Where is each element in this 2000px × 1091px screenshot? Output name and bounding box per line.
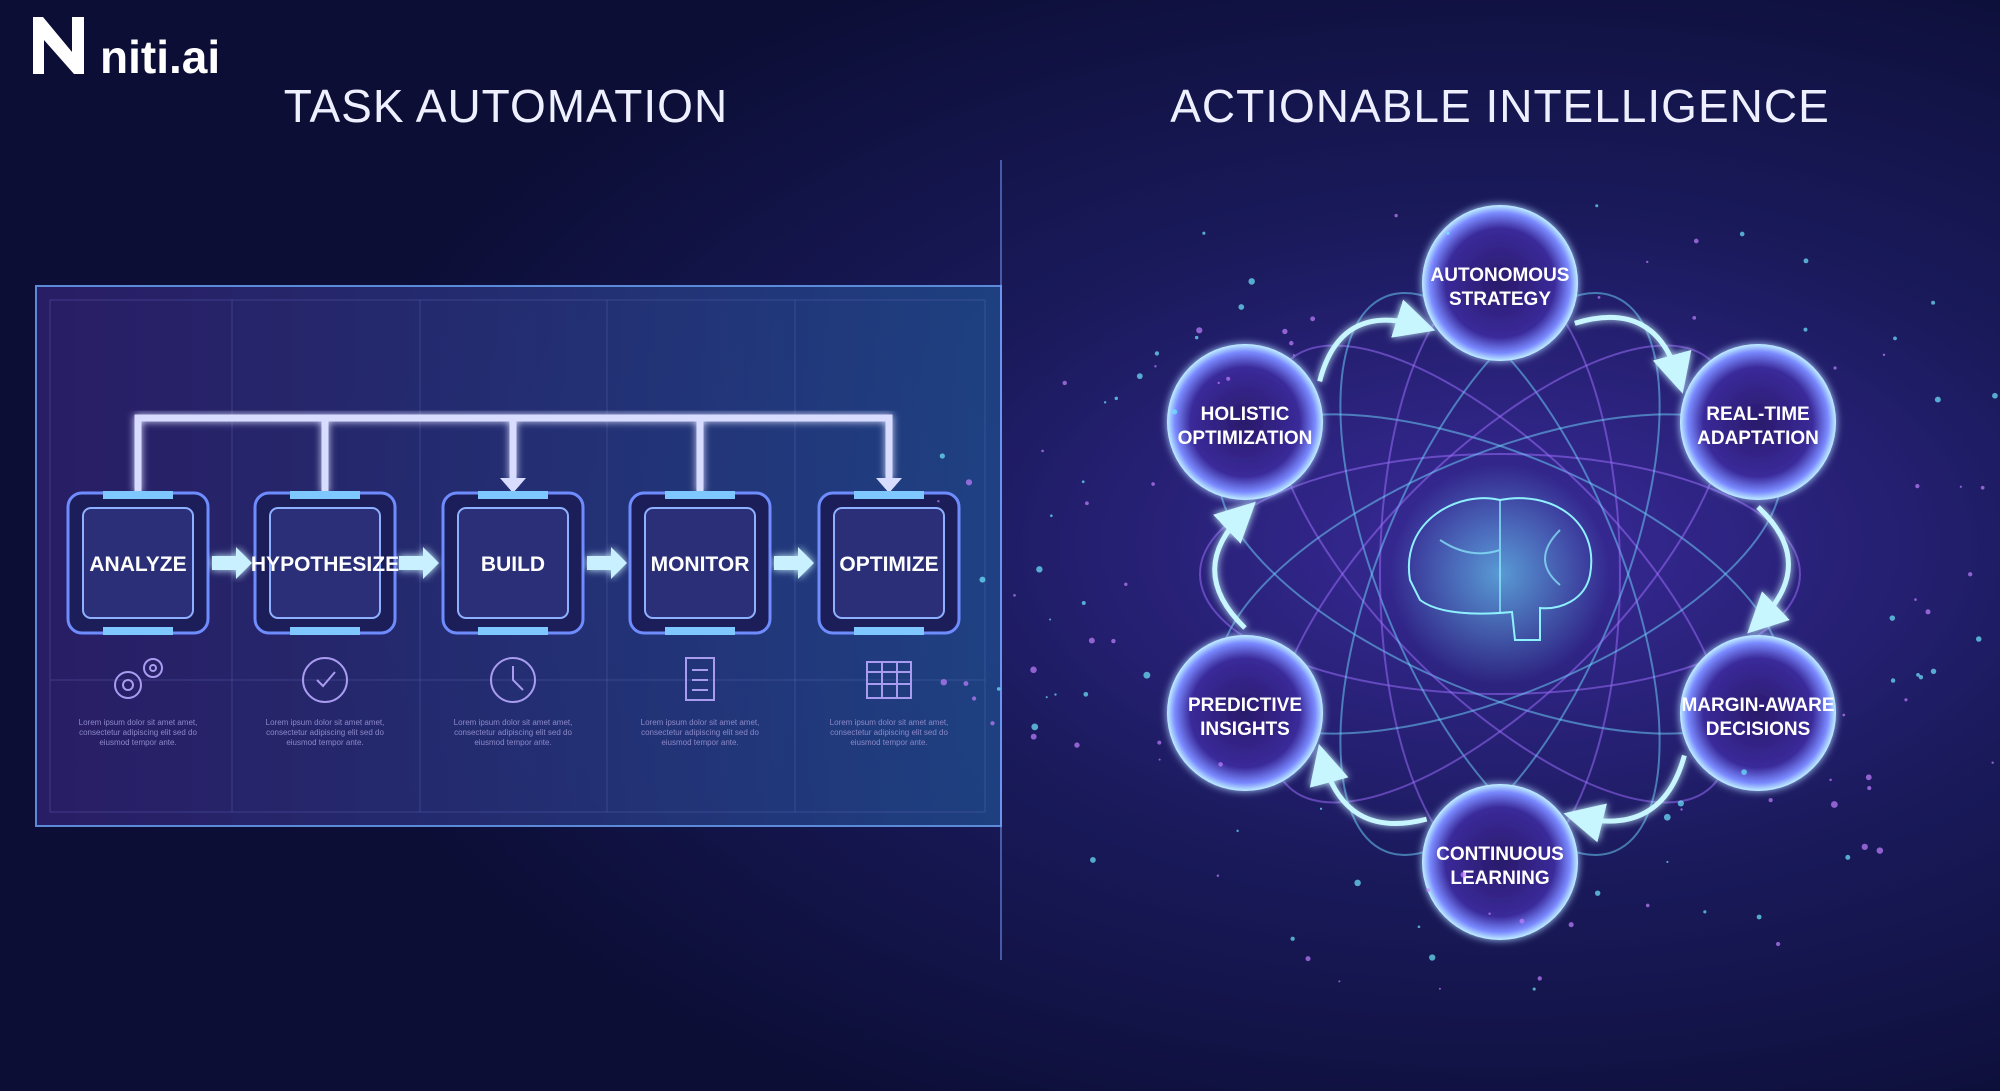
brain-icon — [1407, 497, 1593, 641]
node-label: MARGIN-AWARE — [1681, 695, 1834, 716]
actionable-intelligence-title: ACTIONABLE INTELLIGENCE — [1170, 80, 1830, 132]
step-caption: eiusmod tempor ante. — [474, 738, 551, 747]
node-label: INSIGHTS — [1200, 719, 1290, 740]
step-label: BUILD — [481, 553, 545, 576]
cycle-arrow — [1574, 314, 1692, 394]
node-label: STRATEGY — [1449, 289, 1551, 310]
node-orb — [1422, 205, 1578, 361]
step-box-bottom-tab — [290, 627, 360, 635]
step-caption: Lorem ipsum dolor sit amet amet, — [641, 718, 760, 727]
node-label: DECISIONS — [1706, 719, 1811, 740]
gears-icon — [114, 658, 163, 699]
cycle-arrows — [1212, 299, 1791, 843]
step-box-bottom-tab — [854, 627, 924, 635]
node-holistic-optimization: HOLISTIC OPTIMIZATION — [1167, 344, 1323, 500]
cycle-arrow — [1747, 505, 1791, 634]
node-label: REAL-TIME — [1706, 404, 1809, 425]
right-arrow-icon — [212, 547, 252, 579]
cycle-arrow — [1317, 299, 1436, 382]
step-box-bottom-tab — [665, 627, 735, 635]
step-box-bottom-tab — [478, 627, 548, 635]
step-box-bottom-tab — [103, 627, 173, 635]
particles — [937, 204, 1998, 991]
document-icon — [685, 657, 715, 701]
step-optimize: OPTIMIZE Lorem ipsum dolor sit amet amet,… — [817, 491, 961, 747]
step-label: HYPOTHESIZE — [251, 553, 399, 576]
node-margin-aware-decisions: MARGIN-AWARE DECISIONS — [1680, 635, 1836, 791]
step-box-inner — [82, 507, 194, 619]
cycle-arrow — [1309, 743, 1428, 826]
node-continuous-learning: CONTINUOUS LEARNING — [1422, 784, 1578, 940]
cycle-arrow — [1563, 754, 1687, 843]
step-caption: eiusmod tempor ante. — [661, 738, 738, 747]
step-caption: eiusmod tempor ante. — [99, 738, 176, 747]
node-label: AUTONOMOUS — [1431, 265, 1570, 286]
step-box-inner — [269, 507, 381, 619]
node-label: ADAPTATION — [1697, 428, 1819, 449]
step-box-inner — [644, 507, 756, 619]
node-orb — [1422, 784, 1578, 940]
task-automation-title: TASK AUTOMATION — [284, 80, 728, 132]
node-label: LEARNING — [1450, 868, 1549, 889]
cycle-arrow — [1212, 501, 1256, 630]
step-analyze: ANALYZE Lorem ipsum dolor sit amet amet,c… — [66, 491, 252, 747]
step-caption: Lorem ipsum dolor sit amet amet, — [830, 718, 949, 727]
step-caption: Lorem ipsum dolor sit amet amet, — [454, 718, 573, 727]
step-build: BUILD Lorem ipsum dolor sit amet amet,con… — [441, 491, 627, 747]
logo-text: niti.ai — [100, 31, 220, 83]
table-icon — [866, 661, 912, 699]
node-label: HOLISTIC — [1201, 404, 1290, 425]
node-orb — [1680, 344, 1836, 500]
step-label: OPTIMIZE — [839, 553, 938, 576]
step-label: MONITOR — [651, 553, 750, 576]
step-label: ANALYZE — [89, 553, 186, 576]
step-caption: consectetur adipiscing elit sed do — [830, 728, 948, 737]
node-real-time-adaptation: REAL-TIME ADAPTATION — [1680, 344, 1836, 500]
step-box-top-tab — [665, 491, 735, 499]
right-arrow-icon — [587, 547, 627, 579]
step-box-top-tab — [854, 491, 924, 499]
step-caption: consectetur adipiscing elit sed do — [79, 728, 197, 737]
step-box-top-tab — [290, 491, 360, 499]
step-caption: Lorem ipsum dolor sit amet amet, — [266, 718, 385, 727]
logo-mark-icon — [33, 17, 84, 74]
node-label: OPTIMIZATION — [1178, 428, 1313, 449]
step-caption: eiusmod tempor ante. — [850, 738, 927, 747]
step-caption: consectetur adipiscing elit sed do — [454, 728, 572, 737]
clock-icon — [490, 657, 536, 703]
step-box-inner — [833, 507, 945, 619]
right-arrow-icon — [399, 547, 439, 579]
step-caption: consectetur adipiscing elit sed do — [266, 728, 384, 737]
target-check-icon — [302, 657, 348, 703]
node-label: CONTINUOUS — [1436, 844, 1564, 865]
right-arrow-icon — [774, 547, 814, 579]
step-monitor: MONITOR Lorem ipsum dolor sit amet amet,c… — [628, 491, 814, 747]
step-caption: Lorem ipsum dolor sit amet amet, — [79, 718, 198, 727]
step-box-top-tab — [103, 491, 173, 499]
node-orb — [1167, 344, 1323, 500]
feedback-connectors — [134, 414, 893, 493]
step-hypothesize: HYPOTHESIZE Lorem ipsum dolor sit amet am… — [251, 491, 439, 747]
node-orb — [1167, 635, 1323, 791]
step-caption: eiusmod tempor ante. — [286, 738, 363, 747]
step-caption: consectetur adipiscing elit sed do — [641, 728, 759, 737]
node-autonomous-strategy: AUTONOMOUS STRATEGY — [1422, 205, 1578, 361]
node-label: PREDICTIVE — [1188, 695, 1302, 716]
step-box-top-tab — [478, 491, 548, 499]
logo: niti.ai — [33, 17, 220, 83]
step-box-inner — [457, 507, 569, 619]
node-orb — [1680, 635, 1836, 791]
node-predictive-insights: PREDICTIVE INSIGHTS — [1167, 635, 1323, 791]
